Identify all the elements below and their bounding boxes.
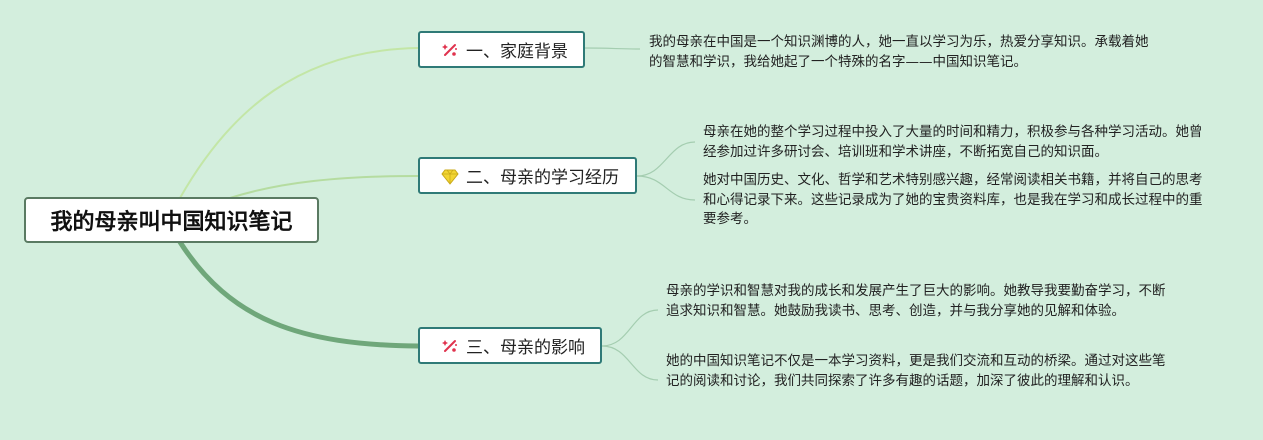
topic-family-background[interactable]: 一、家庭背景 [418,31,585,68]
topic-label: 一、家庭背景 [466,42,568,62]
topic-label: 二、母亲的学习经历 [466,168,619,188]
note-3b-connector [601,345,659,381]
note-learning-1[interactable]: 母亲在她的整个学习过程中投入了大量的时间和精力，积极参与各种学习活动。她曾经参加… [703,124,1203,160]
note-2a-connector [636,141,696,177]
note-3a-connector [601,309,659,347]
note-family-background[interactable]: 我的母亲在中国是一个知识渊博的人，她一直以学习为乐，热爱分享知识。承载着她的智慧… [649,34,1149,70]
note-influence-2[interactable]: 她的中国知识笔记不仅是一本学习资料，更是我们交流和互动的桥梁。通过对这些笔记的阅… [666,353,1166,389]
note-learning-2[interactable]: 她对中国历史、文化、哲学和艺术特别感兴趣，经常阅读相关书籍，并将自己的思考和心得… [703,172,1203,227]
sparkle-icon [440,40,460,60]
note-1-connector [584,47,641,50]
sparkle-icon [440,336,460,356]
note-2b-connector [636,175,696,201]
branch-3-connector [177,239,421,349]
note-influence-1[interactable]: 母亲的学识和智慧对我的成长和发展产生了巨大的影响。她教导我要勤奋学习，不断追求知… [666,283,1166,319]
branch-1-connector [179,47,419,199]
topic-learning-experience[interactable]: 二、母亲的学习经历 [418,157,637,194]
root-topic-title: 我的母亲叫中国知识笔记 [50,210,293,235]
topic-mothers-influence[interactable]: 三、母亲的影响 [418,327,602,364]
root-topic[interactable]: 我的母亲叫中国知识笔记 [24,197,319,243]
topic-label: 三、母亲的影响 [466,338,585,358]
branch-2-connector [229,175,419,199]
diamond-icon [440,166,460,186]
